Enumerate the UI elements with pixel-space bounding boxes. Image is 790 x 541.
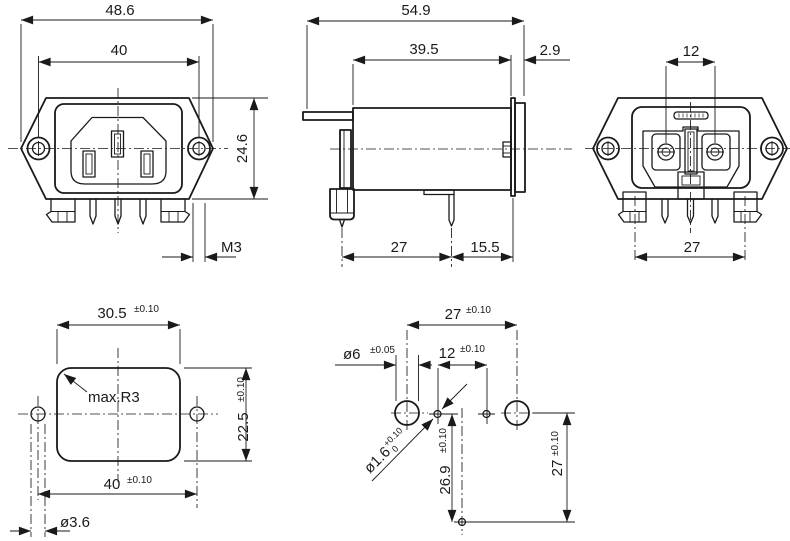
dim-panel-hole-diameter: ø3.6	[10, 514, 90, 536]
flange-outline	[20, 97, 214, 200]
solder-pin	[661, 198, 669, 224]
dim-label-flange-width: 48.6	[105, 2, 134, 19]
panel-cutout-view: 30.5 ±0.10 max.R3 22.5 ±0.10 40 ±0.10	[10, 304, 252, 537]
dim-flange-thickness: 2.9	[524, 42, 570, 65]
corner-radius-note: max.R3	[63, 373, 140, 406]
dim-body-depth: 39.5	[352, 41, 512, 105]
dim-tol-lower-hole-offset: ±0.10	[438, 428, 449, 453]
dim-label-flange-height: 24.6	[234, 134, 251, 163]
earth-pin-inner	[114, 133, 121, 155]
dim-drill-diameter: ø6 ±0.05	[335, 345, 432, 401]
dim-front-hole-spacing: 40	[38, 42, 200, 138]
c14-recess	[70, 116, 167, 185]
dim-front-flange-width: 48.6	[20, 2, 214, 142]
earth-pin	[110, 130, 125, 158]
mounting-hole-right	[760, 136, 784, 161]
solder-tab	[302, 111, 354, 121]
dim-label-terminal-spacing-side: 27	[391, 239, 408, 256]
dim-tol-right-hole-offset: ±0.10	[550, 431, 561, 456]
cutout-outline	[56, 367, 181, 462]
dim-tol-cutout-width: ±0.10	[134, 304, 159, 315]
front-view: 48.6 40 24.6 M3	[8, 2, 268, 262]
dim-drill-spacing-top: 27 ±0.10	[407, 305, 517, 330]
dim-label-body-depth: 39.5	[409, 41, 438, 58]
solder-pin	[686, 198, 695, 224]
bracket-plate	[339, 129, 352, 189]
dim-label-panel-hole-diameter: ø3.6	[60, 514, 90, 531]
line-pin	[82, 150, 96, 178]
dim-label-panel-hole-spacing: 40	[104, 476, 121, 493]
dim-label-terminal-spacing-rear: 12	[683, 43, 700, 60]
dim-label-drill-spacing-top: 27	[445, 306, 462, 323]
dim-label-total-depth: 54.9	[401, 2, 430, 19]
neutral-pin	[140, 150, 154, 178]
dim-small-hole-spacing: 12 ±0.10	[437, 344, 488, 424]
dim-label-drill-diameter: ø6	[343, 346, 361, 363]
dim-label-hole-spacing: 40	[111, 42, 128, 59]
dim-terminal-to-flange: 15.5	[451, 239, 513, 262]
dim-panel-hole-spacing: 40 ±0.10	[38, 475, 197, 499]
flange-outline	[592, 97, 788, 200]
dim-label-mounting-thread: M3	[221, 239, 242, 256]
dim-label-small-hole-spacing: 12	[439, 345, 456, 362]
dim-front-flange-height: 24.6	[192, 97, 268, 200]
dim-label-cutout-width: 30.5	[97, 305, 126, 322]
dim-cutout-height: 22.5 ±0.10	[184, 367, 252, 462]
terminal-region	[642, 126, 740, 188]
terminal-screw-right	[706, 143, 724, 161]
dim-label-terminal-to-flange: 15.5	[470, 239, 499, 256]
dim-label-right-hole-offset: 27	[549, 460, 566, 477]
terminal-pad-right	[701, 133, 731, 171]
flange-front	[514, 102, 526, 193]
solder-pin	[139, 198, 147, 225]
dim-tol-panel-hole-spacing: ±0.10	[127, 475, 152, 486]
dim-terminal-spacing-rear: 12	[665, 43, 716, 143]
dim-tol-index-hole-lower: 0	[390, 444, 401, 455]
dim-tol-drill-diameter: ±0.05	[370, 345, 395, 356]
dim-right-hole-offset: 27 ±0.10	[454, 412, 575, 523]
solder-pin	[711, 198, 719, 224]
corner-radius-label: max.R3	[88, 389, 140, 406]
dim-label-lower-hole-offset: 26.9	[437, 465, 454, 494]
dim-label-cutout-height: 22.5	[235, 412, 252, 441]
dim-label-index-hole-diameter: ø1.6	[361, 444, 394, 477]
dim-mounting-thread: M3	[162, 203, 242, 262]
rear-view: 12 27	[585, 43, 790, 262]
drill-plan-view: 27 ±0.10 ø6 ±0.05 12 ±0.10 ø1.6 +0.10	[335, 305, 575, 535]
solder-pin-side	[423, 189, 455, 227]
side-view: 54.9 39.5 2.9 27 15.5	[302, 2, 572, 267]
snap-lug-right	[160, 198, 191, 223]
dim-lower-hole-offset: 26.9 ±0.10	[429, 413, 458, 522]
terminal-block	[329, 188, 355, 228]
dim-terminal-spacing-side: 27	[342, 239, 452, 262]
earth-divider	[684, 128, 698, 175]
solder-pin	[114, 198, 122, 225]
rear-body	[631, 106, 751, 189]
dim-tol-cutout-height: ±0.10	[236, 377, 247, 402]
neutral-pin-inner	[143, 153, 151, 175]
snap-lug-right	[733, 191, 763, 223]
line-pin-inner	[85, 153, 93, 175]
socket-body	[54, 103, 183, 194]
latch-notch	[502, 141, 512, 158]
center-support	[677, 171, 705, 200]
mounting-hole-left	[596, 136, 620, 161]
dim-label-lug-spacing: 27	[684, 239, 701, 256]
dim-tol-drill-spacing-top: ±0.10	[466, 305, 491, 316]
dim-tol-small-hole-spacing: ±0.10	[460, 344, 485, 355]
snap-lug-left	[617, 191, 647, 223]
terminal-screw-left	[657, 143, 675, 161]
dim-lug-spacing: 27	[634, 196, 746, 262]
dim-label-flange-thickness: 2.9	[540, 42, 561, 59]
dim-cutout-width: 30.5 ±0.10	[56, 304, 181, 364]
snap-lug-left	[45, 198, 76, 223]
vent-slot	[673, 111, 709, 120]
solder-pin	[89, 198, 97, 225]
